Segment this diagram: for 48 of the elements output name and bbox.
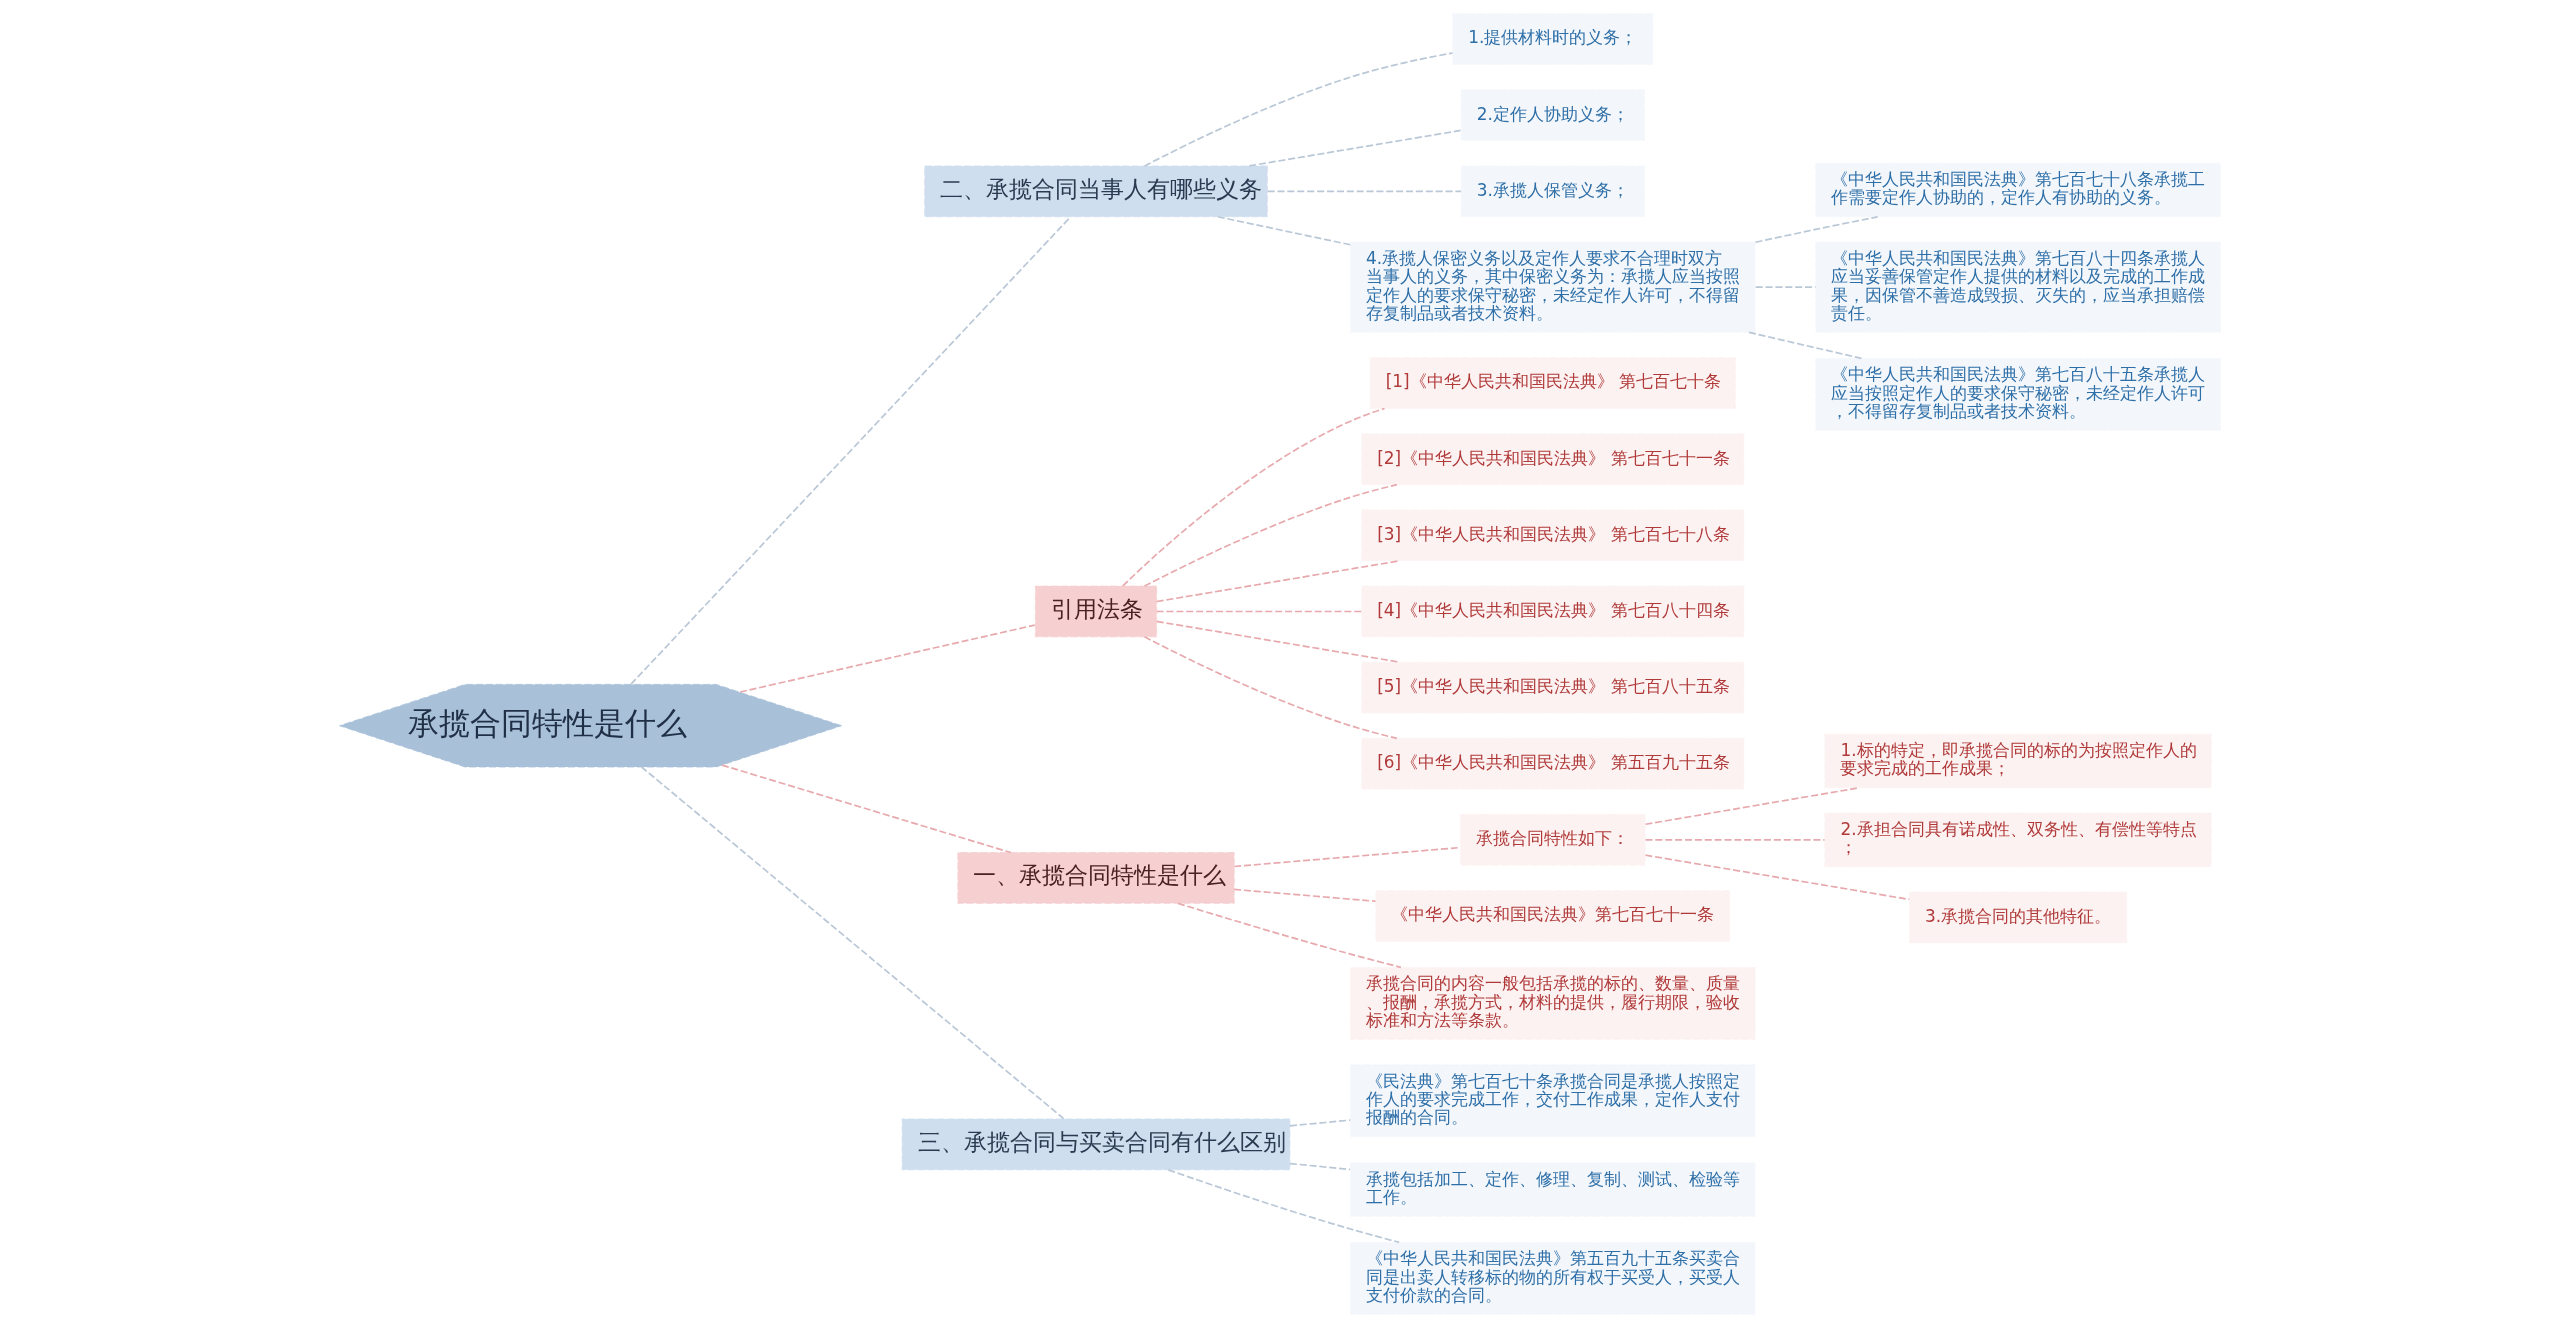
node-box: [4]《中华人民共和国民法典》 第七百八十四条 xyxy=(1361,585,1745,638)
node-box: 3.承揽人保管义务； xyxy=(1460,165,1645,218)
connector xyxy=(1155,610,1363,613)
connector xyxy=(1644,854,1911,901)
node-box: 引用法条 xyxy=(1034,585,1158,638)
node-box: 《民法典》第七百七十条承揽合同是承揽人按照定作人的要求完成工作，交付工作成果，定作人支付报酬的合同。 xyxy=(1350,1064,1756,1138)
node-box: 2.定作人协助义务； xyxy=(1460,89,1645,141)
node-box: [2]《中华人民共和国民法典》 第七百七十一条 xyxy=(1361,433,1745,486)
node-box: 《中华人民共和国民法典》第七百八十四条承揽人应当妥善保管定作人提供的材料以及完成的工作成果，因保管不善造成毁损、灭失的，应当承担赔偿责任。 xyxy=(1815,241,2221,333)
connector xyxy=(1644,839,1826,841)
node-box: 2.承担合同具有诺成性、双务性、有偿性等特点； xyxy=(1824,812,2212,868)
node-box: [3]《中华人民共和国民法典》 第七百七十八条 xyxy=(1361,509,1745,562)
connector xyxy=(1177,902,1402,969)
connector xyxy=(1233,846,1461,868)
node-box: 《中华人民共和国民法典》第七百七十一条 xyxy=(1375,890,1731,942)
node-box: 1.提供材料时的义务； xyxy=(1452,13,1654,65)
connector xyxy=(1289,1162,1352,1171)
connector xyxy=(1143,52,1454,167)
node-box: 承揽合同特性如下： xyxy=(1460,814,1646,866)
connector xyxy=(1266,190,1462,193)
node-box: 4.承揽人保密义务以及定作人要求不合理时双方当事人的义务，其中保密义务为：承揽人应当按照定作人的要求保守秘密，未经定作人许可，不得留存复制品或者技术资料。 xyxy=(1350,241,1756,333)
connector xyxy=(739,624,1036,693)
node-box: 承揽合同的内容一般包括承揽的标的、数量、质量、报酬，承揽方式，材料的提供，履行期限，验收标准和方法等条款。 xyxy=(1350,967,1756,1040)
node-box: 1.标的特定，即承揽合同的标的为按照定作人的要求完成的工作成果； xyxy=(1824,733,2212,789)
connector xyxy=(1217,215,1352,246)
node-box: [6]《中华人民共和国民法典》 第五百九十五条 xyxy=(1361,737,1745,790)
connector xyxy=(1143,483,1398,587)
connector xyxy=(630,216,1072,686)
connector xyxy=(1143,636,1398,740)
connector xyxy=(1233,888,1377,903)
node-box: 一、承揽合同特性是什么 xyxy=(957,852,1235,904)
connector xyxy=(640,766,1065,1120)
node-box: 3.承揽合同的其他特征。 xyxy=(1909,891,2128,944)
node-box: 二、承揽合同当事人有哪些义务 xyxy=(924,165,1268,218)
connector xyxy=(721,764,1012,854)
node-box: 《中华人民共和国民法典》第七百七十八条承揽工作需要定作人协助的，定作人有协助的义务。 xyxy=(1815,162,2221,218)
node-box: 承揽包括加工、定作、修理、复制、测试、检验等工作。 xyxy=(1350,1162,1756,1217)
node-box: 三、承揽合同与买卖合同有什么区别 xyxy=(901,1118,1291,1171)
node-box: [5]《中华人民共和国民法典》 第七百八十五条 xyxy=(1361,661,1745,714)
connector xyxy=(1248,129,1462,167)
node-box: 《中华人民共和国民法典》第七百八十五条承揽人应当按照定作人的要求保守秘密，未经定作人许可，不得留存复制品或者技术资料。 xyxy=(1815,358,2221,431)
connector xyxy=(1167,1169,1400,1244)
connector xyxy=(1289,1119,1352,1127)
connector xyxy=(1754,215,1879,244)
connector xyxy=(1748,331,1863,360)
connector xyxy=(1122,407,1386,587)
node-box: 《中华人民共和国民法典》第五百九十五条买卖合同是出卖人转移标的物的所有权于买受人，买受人支付价款的合同。 xyxy=(1350,1241,1756,1315)
node-box: [1]《中华人民共和国民法典》 第七百七十条 xyxy=(1369,357,1736,409)
